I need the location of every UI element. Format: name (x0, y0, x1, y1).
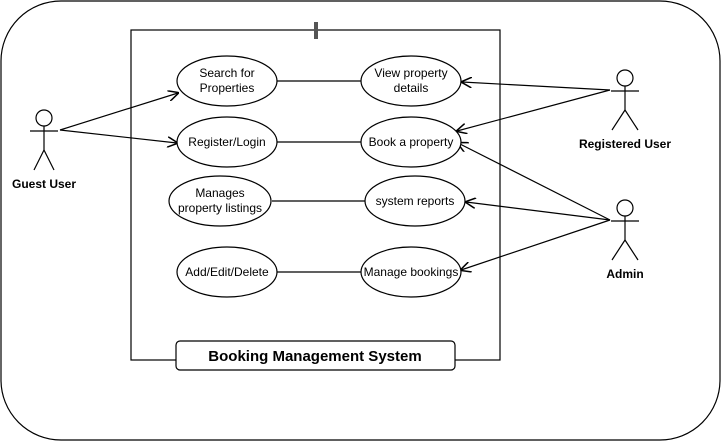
use-case-book-property[interactable]: Book a property (360, 116, 462, 168)
link-registered-view (462, 82, 611, 91)
actor-guest-figure-icon (30, 109, 58, 171)
link-guest-search (59, 93, 178, 131)
use-case-register-login[interactable]: Register/Login (176, 116, 278, 168)
system-title-box: Booking Management System (175, 340, 456, 371)
use-case-view-line1: View property (374, 66, 447, 80)
use-case-search-line1: Search for (199, 66, 254, 80)
use-case-view-line2: details (394, 81, 429, 95)
link-admin-book (458, 143, 611, 221)
link-registered-book (457, 89, 611, 131)
actor-registered-label: Registered User (579, 137, 671, 151)
actor-admin-label: Admin (606, 267, 643, 281)
use-case-system-reports[interactable]: system reports (364, 175, 466, 227)
use-case-manage-bookings[interactable]: Manage bookings (360, 246, 462, 298)
use-case-listings-line2: property listings (178, 201, 262, 215)
use-case-listings-line1: Manages (195, 186, 244, 200)
actor-guest-user[interactable]: Guest User (12, 109, 76, 191)
use-case-managebookings-line1: Manage bookings (364, 265, 459, 279)
use-case-view-property-details[interactable]: View property details (360, 55, 462, 107)
use-case-register-line1: Register/Login (188, 135, 265, 149)
system-title: Booking Management System (208, 348, 421, 365)
use-case-manage-listings[interactable]: Manages property listings (168, 175, 272, 227)
use-case-search-line2: Properties (200, 81, 255, 95)
link-guest-register (59, 129, 177, 143)
actor-admin-figure-icon (611, 199, 639, 261)
link-admin-reports (466, 202, 611, 221)
use-case-search-properties[interactable]: Search for Properties (176, 55, 278, 107)
actor-guest-label: Guest User (12, 177, 76, 191)
use-case-add-edit-delete[interactable]: Add/Edit/Delete (176, 246, 278, 298)
actor-registered-figure-icon (611, 69, 639, 131)
actor-registered-user[interactable]: Registered User (579, 69, 671, 151)
use-case-book-line1: Book a property (369, 135, 454, 149)
actor-admin[interactable]: Admin (606, 199, 644, 281)
link-admin-managebookings (461, 219, 611, 270)
use-case-addedit-line1: Add/Edit/Delete (185, 265, 269, 279)
use-case-reports-line1: system reports (376, 194, 455, 208)
boundary-handle (314, 22, 318, 39)
